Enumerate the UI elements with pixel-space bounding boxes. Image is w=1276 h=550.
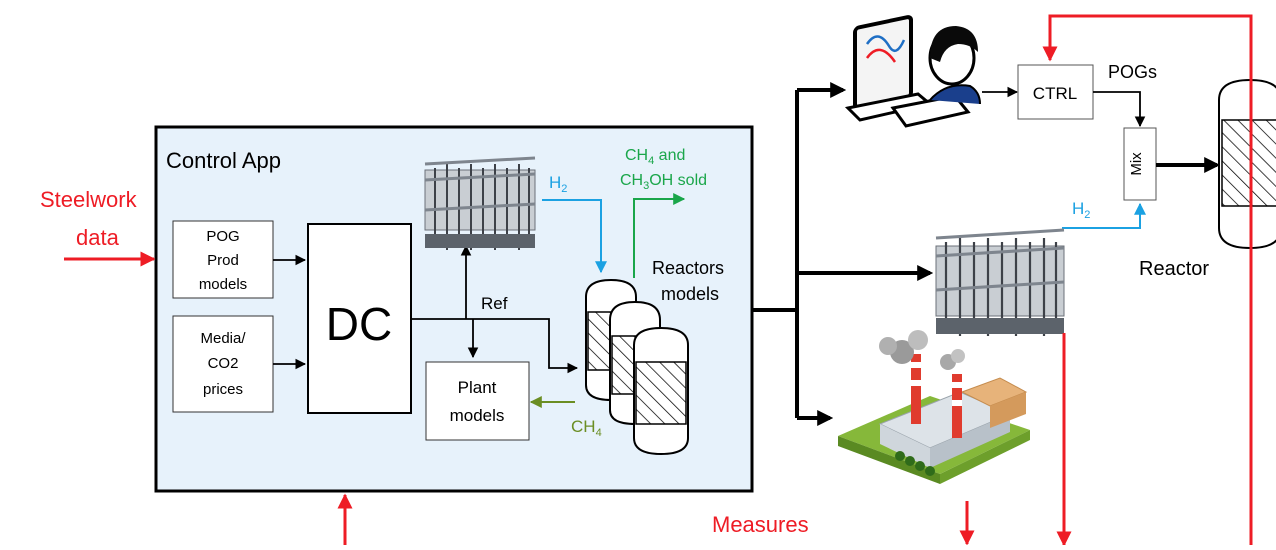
pog-label-3: models	[199, 276, 247, 293]
media-label-2: CO2	[208, 355, 239, 372]
reactor-vessel-icon	[1218, 78, 1276, 250]
sold-label-1: CH4 and	[625, 147, 685, 167]
reactor-feedback-line	[1042, 14, 1253, 545]
pog-label-1: POG	[206, 228, 239, 245]
pog-prod-models-box	[172, 220, 274, 299]
operator-workstation-icon	[844, 15, 981, 128]
ref-label: Ref	[481, 294, 508, 313]
steelwork-label-1: Steelwork	[40, 187, 138, 212]
mix-box	[1123, 127, 1157, 201]
reactors-label-1: Reactors	[652, 258, 724, 278]
reactor-label: Reactor	[1139, 258, 1209, 280]
plant-label-2: models	[450, 406, 505, 425]
plant-models-box	[425, 361, 530, 441]
dc-box	[307, 223, 412, 414]
mix-label: Mix	[1128, 152, 1145, 176]
plant-label-1: Plant	[458, 378, 497, 397]
ctrl-to-mix-arrow	[1093, 91, 1146, 128]
plant-pipework-icon	[424, 156, 536, 250]
media-label-1: Media/	[200, 330, 246, 347]
h2-right-arrow	[1062, 202, 1146, 229]
pog-label-2: Prod	[207, 252, 239, 269]
h2-right-label: H2	[1072, 199, 1090, 221]
sold-arrow	[633, 193, 686, 278]
h2-left-label: H2	[549, 173, 567, 195]
reactors-label-2: models	[661, 284, 719, 304]
plant-pipework-icon-right	[935, 228, 1065, 336]
control-app-title: Control App	[166, 148, 281, 173]
dc-to-reactors-arrow	[411, 318, 579, 374]
media-label-3: prices	[203, 381, 243, 398]
reactor-vessels-icon	[585, 278, 689, 456]
media-co2-prices-box	[172, 315, 274, 413]
sold-label-2: CH3OH sold	[620, 172, 707, 192]
ch4-feedback-label: CH4	[571, 417, 602, 439]
pogs-label: POGs	[1108, 62, 1157, 82]
ctrl-box	[1017, 64, 1094, 120]
industrial-factory-icon	[838, 330, 1030, 484]
measures-label: Measures	[712, 512, 809, 537]
ctrl-label: CTRL	[1033, 84, 1077, 103]
dc-label: DC	[326, 298, 392, 350]
h2-left-arrow	[542, 199, 607, 274]
steelwork-label-2: data	[76, 225, 120, 250]
